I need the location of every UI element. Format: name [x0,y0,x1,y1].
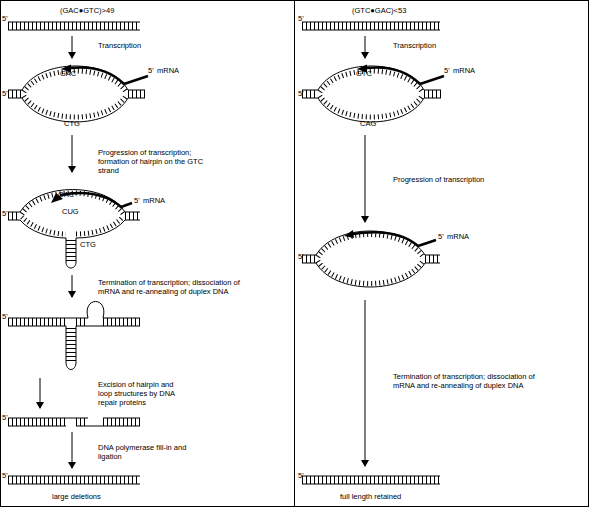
result-label: large deletions [52,492,101,501]
sequence-label: GTC [356,69,372,78]
divider [294,1,295,507]
result-label: full length retained [340,492,401,501]
strand-end: 5' [298,252,304,261]
hairpin-bubble [8,190,140,269]
transcription-bubble [302,230,440,287]
strand-end: 5' [148,66,154,75]
loop-hairpin-duplex [8,302,140,370]
step-arrow [72,135,73,172]
step-arrow [72,36,73,58]
step-arrow [72,275,73,297]
strand-end: 5' [2,471,8,480]
transcription-bubble [302,65,444,123]
sequence-label: (GAC●GTC)>49 [60,6,114,15]
sequence-label: GAC [60,69,76,78]
strand-end: 5' [134,196,140,205]
step-text: Transcription [98,41,141,50]
step-text: DNA polymerase fill-in and ligation [98,443,188,461]
step-text: Termination of transcription; dissociati… [393,372,538,390]
strand-end: 5' [444,66,450,75]
duplex-dna [8,22,140,30]
sequence-label: CTG [64,119,80,128]
step-text: Progression of transcription [393,175,484,184]
step-text: Transcription [393,41,436,50]
rna-label: mRNA [157,66,179,75]
strand-end: 5' [2,89,8,98]
strand-end: 5' [438,232,444,241]
strand-end: 5' [298,14,304,23]
strand-end: 5' [2,413,8,422]
strand-end: 5' [2,14,8,23]
sequence-label: GAC [58,190,74,199]
sequence-label: (GTC●GAC)<53 [352,6,406,15]
rna-label: mRNA [447,232,469,241]
step-text: Termination of transcription; dissociati… [98,278,243,296]
rna-label: mRNA [143,196,165,205]
step-arrow [365,135,366,222]
rna-label: mRNA [453,66,475,75]
step-text: Progression of transcription; formation … [98,148,223,175]
strand-end: 5' [2,312,8,321]
sequence-label: CUG [62,207,79,216]
step-arrow [72,432,73,468]
gapped-duplex [8,418,140,426]
step-arrow [365,36,366,58]
step-text: Excision of hairpin and loop structures … [98,380,188,407]
full-length-duplex [302,476,440,484]
sequence-label: CAG [360,119,376,128]
strand-end: 5' [298,471,304,480]
strand-end: 5' [298,89,304,98]
strand-end: 5' [2,209,8,218]
sequence-label: CTG [80,240,96,249]
step-arrow [365,300,366,466]
transcription-bubble [8,65,148,123]
duplex-dna [302,22,440,30]
step-arrow [40,378,41,408]
deleted-duplex [8,476,140,484]
